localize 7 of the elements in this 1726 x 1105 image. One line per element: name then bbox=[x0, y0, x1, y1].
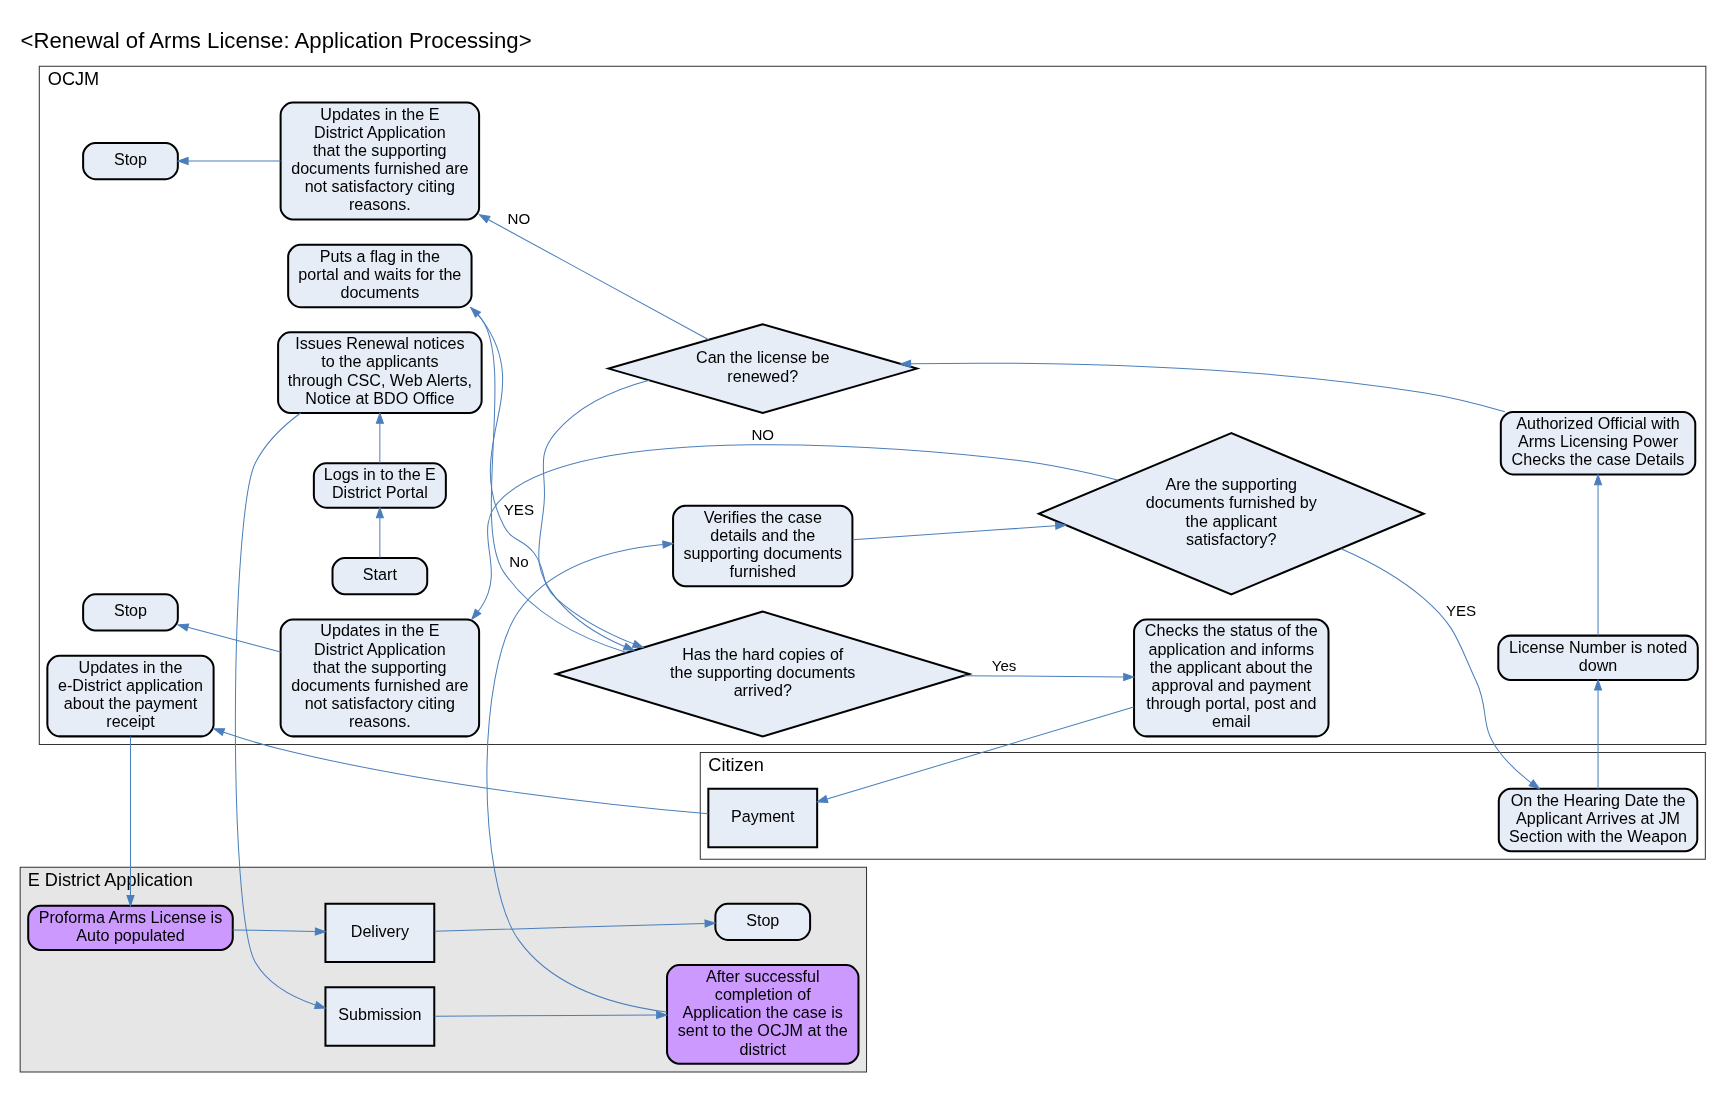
edge-label: NO bbox=[507, 209, 531, 227]
edge-label: YES bbox=[503, 500, 535, 518]
edge-label: Yes bbox=[991, 656, 1017, 674]
edge-label: YES bbox=[1445, 601, 1477, 619]
diagram-title: <Renewal of Arms License: Application Processing> bbox=[20, 27, 532, 53]
edge-label: NO bbox=[751, 425, 775, 443]
edge-label: No bbox=[509, 552, 529, 570]
